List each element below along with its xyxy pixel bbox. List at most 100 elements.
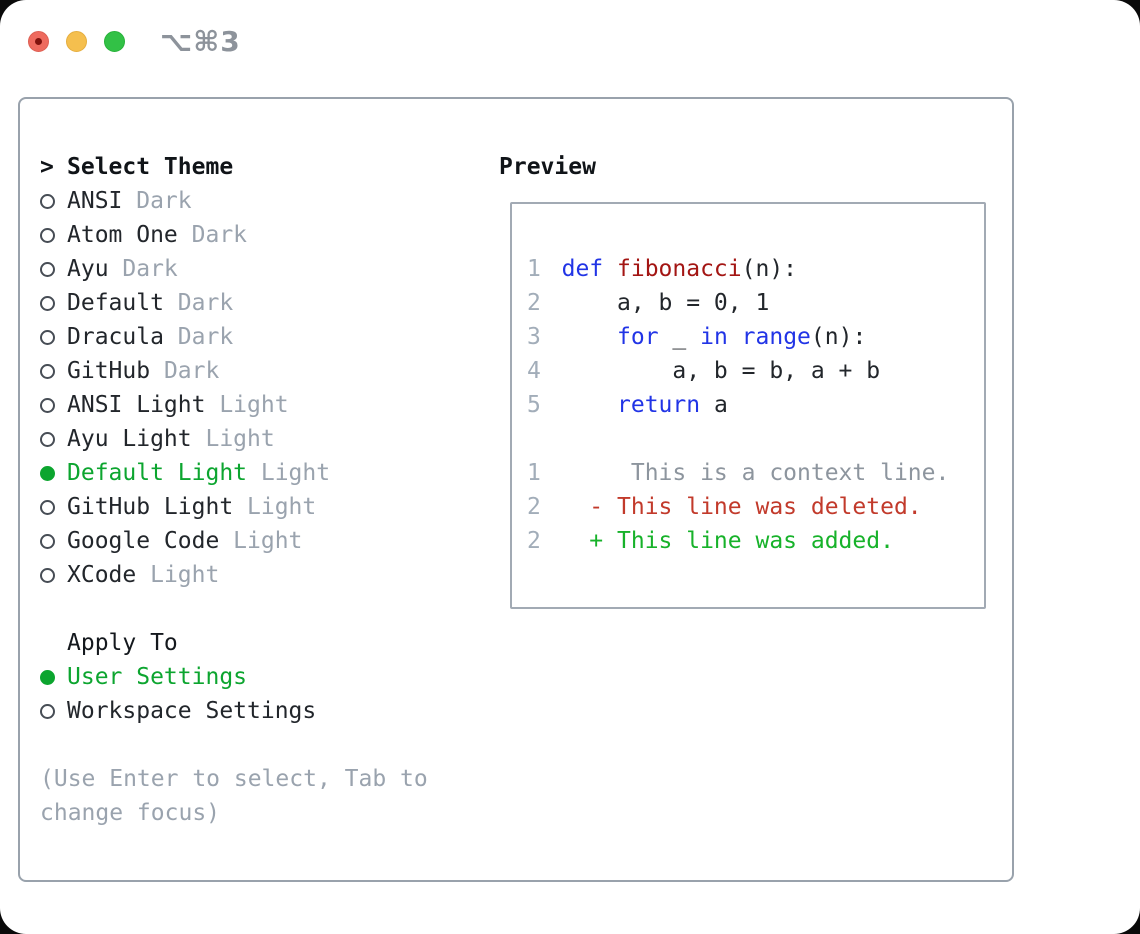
marker <box>40 329 67 345</box>
theme-variant-label: Light <box>233 528 303 554</box>
theme-variant-label: Dark <box>136 188 192 214</box>
marker <box>40 363 67 379</box>
zoom-button[interactable] <box>104 31 125 52</box>
apply-to-option-label: Workspace Settings <box>67 698 317 724</box>
theme-variant-label: Light <box>150 562 220 588</box>
code-segment-keyword: def <box>561 256 617 282</box>
theme-option-label: Ayu <box>67 256 109 282</box>
code-line <box>527 422 976 456</box>
theme-variant-label: Light <box>247 494 317 520</box>
code-segment-plain: (n): <box>741 256 798 282</box>
theme-option[interactable]: Ayu Light Light <box>40 422 490 456</box>
marker <box>40 431 67 447</box>
theme-variant-label: Dark <box>163 358 220 384</box>
radio-icon <box>40 703 55 719</box>
marker <box>40 295 67 311</box>
cursor-arrow-icon: > <box>40 154 54 180</box>
apply-to-option[interactable]: Workspace Settings <box>40 694 490 728</box>
radio-selected-icon <box>40 669 55 685</box>
radio-icon <box>40 227 55 243</box>
code-segment-plain <box>728 324 742 350</box>
code-line: 1 def fibonacci(n): <box>527 252 976 286</box>
theme-variant-label: Light <box>205 426 275 452</box>
marker <box>40 227 67 243</box>
code-segment-keyword: range <box>741 324 811 350</box>
marker <box>40 193 67 209</box>
radio-icon <box>40 261 55 277</box>
line-number: 1 <box>527 460 541 486</box>
code-segment-plain <box>562 324 617 350</box>
theme-option-label: Ayu Light <box>67 426 192 452</box>
code-line: 2 a, b = 0, 1 <box>527 286 976 320</box>
code-line: 5 return a <box>527 388 976 422</box>
marker <box>40 669 67 685</box>
theme-option[interactable]: Default Light Light <box>40 456 490 490</box>
select-theme-header: > Select Theme <box>40 150 490 184</box>
theme-option-label: GitHub Light <box>67 494 234 520</box>
radio-icon <box>40 193 55 209</box>
code-segment-function: fibonacci <box>617 256 742 282</box>
code-segment-keyword: in <box>700 324 728 350</box>
apply-to-title: Apply To <box>67 630 178 656</box>
marker <box>40 465 67 481</box>
line-number: 4 <box>527 358 541 384</box>
code-segment-keyword: return <box>617 392 701 418</box>
unsaved-dot-icon <box>35 38 42 45</box>
preview-title: Preview <box>499 154 596 180</box>
theme-variant-label: Dark <box>191 222 248 248</box>
keyboard-shortcut-label: ⌥⌘3 <box>160 25 241 58</box>
radio-icon <box>40 363 55 379</box>
marker <box>40 533 67 549</box>
line-number: 2 <box>527 290 541 316</box>
code-line: 4 a, b = b, a + b <box>527 354 976 388</box>
theme-option-label: XCode <box>67 562 137 588</box>
code-segment-keyword: for <box>617 324 659 350</box>
titlebar: ⌥⌘3 <box>28 25 241 58</box>
marker <box>40 397 67 413</box>
theme-option[interactable]: Dracula Dark <box>40 320 490 354</box>
line-number: 3 <box>527 324 541 350</box>
minimize-button[interactable] <box>66 31 87 52</box>
code-line: 2 - This line was deleted. <box>527 490 976 524</box>
spacer <box>40 592 490 626</box>
radio-icon <box>40 499 55 515</box>
hint-text-line-2: change focus) <box>40 800 221 826</box>
apply-to-option-label: User Settings <box>67 664 248 690</box>
theme-variant-label: Light <box>260 460 331 486</box>
code-line: 1 This is a context line. <box>527 456 976 490</box>
radio-icon <box>40 567 55 583</box>
theme-option[interactable]: Ayu Dark <box>40 252 490 286</box>
theme-variant-label: Light <box>219 392 289 418</box>
theme-option[interactable]: Atom One Dark <box>40 218 490 252</box>
theme-option-label: ANSI <box>67 188 123 214</box>
line-number: 1 <box>527 256 541 282</box>
radio-icon <box>40 295 55 311</box>
radio-icon <box>40 533 55 549</box>
theme-option-label: Default Light <box>67 460 248 486</box>
code-segment-plain: a <box>700 392 728 418</box>
theme-variant-label: Dark <box>122 256 178 282</box>
close-button[interactable] <box>28 31 49 52</box>
code-segment-deleted: - This line was deleted. <box>561 494 922 520</box>
theme-option-label: Dracula <box>67 324 164 350</box>
code-segment-plain: (n): <box>810 324 867 350</box>
radio-icon <box>40 329 55 345</box>
theme-variant-label: Dark <box>177 324 234 350</box>
marker <box>40 703 67 719</box>
theme-option[interactable]: GitHub Light Light <box>40 490 490 524</box>
code-segment-plain <box>562 392 617 418</box>
theme-option[interactable]: ANSI Dark <box>40 184 490 218</box>
theme-option[interactable]: XCode Light <box>40 558 490 592</box>
code-segment-plain: _ <box>658 324 701 350</box>
theme-option-label: Atom One <box>67 222 178 248</box>
radio-icon <box>40 397 55 413</box>
apply-to-option[interactable]: User Settings <box>40 660 490 694</box>
